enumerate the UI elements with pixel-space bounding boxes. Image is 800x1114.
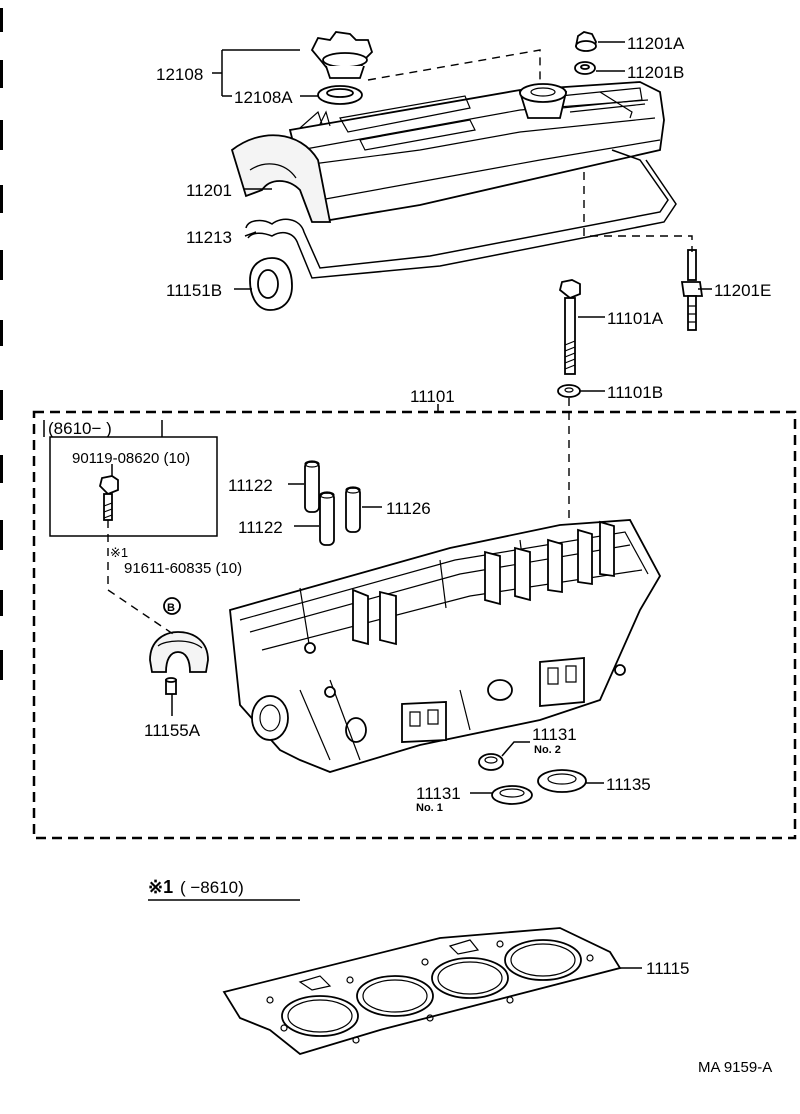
edge-mark [0, 60, 3, 88]
inset-bolt-part: 90119-08620 (10) [72, 450, 190, 467]
bearing-cap [149, 631, 209, 673]
label-11213: 11213 [186, 228, 232, 247]
valve-guide-lower [319, 491, 335, 546]
note-circle-letter: B [167, 602, 175, 614]
valve-stem-seal-no1 [491, 785, 533, 805]
cover-nut [574, 31, 597, 52]
head-bolt [558, 279, 581, 375]
leader-11131-no2 [501, 741, 530, 757]
label-11101: 11101 [410, 387, 455, 406]
label-11135: 11135 [606, 775, 651, 794]
valve-guide-exhaust [345, 486, 361, 533]
cover-washer [574, 61, 596, 75]
cap-gasket [317, 85, 363, 105]
cam-cap-bolt [99, 464, 119, 521]
note-marker: ※1 [110, 545, 128, 560]
oil-seal [537, 769, 587, 793]
label-11201E: 11201E [714, 281, 771, 300]
head-gasket [222, 927, 622, 1055]
label-11151B: 11151B [166, 281, 222, 300]
label-11122-upper: 11122 [228, 476, 273, 495]
valve-cover [230, 81, 665, 223]
edge-mark [0, 120, 3, 150]
edge-mark [0, 250, 3, 280]
edge-mark [0, 455, 3, 483]
note-part: 91611-60835 (10) [124, 560, 242, 577]
leader-lines-top [212, 41, 712, 530]
edge-mark [0, 390, 3, 420]
label-11155A: 11155A [144, 721, 201, 740]
gasket-note-marker: ※1 [148, 877, 173, 897]
figure-code: MA 9159-A [698, 1059, 772, 1076]
oil-filler-cap [310, 31, 374, 79]
edge-mark [0, 650, 3, 680]
label-12108A: 12108A [234, 88, 293, 107]
edge-mark [0, 8, 3, 32]
label-12108: 12108 [156, 65, 203, 84]
cylinder-head-kit-box [32, 410, 797, 840]
label-11201A: 11201A [627, 34, 685, 53]
cylinder-head [229, 519, 662, 773]
label-11131-no2: 11131 [532, 725, 577, 744]
gasket-note-range: ( −8610) [180, 878, 244, 897]
dowel-pin [165, 677, 177, 695]
label-11122-lower: 11122 [238, 518, 283, 537]
valve-stem-seal-no2 [478, 753, 504, 771]
sublabel-no2: No. 2 [534, 744, 561, 756]
inset-dash-leader [107, 520, 177, 637]
half-moon-seal [249, 257, 293, 311]
label-11115: 11115 [646, 959, 690, 978]
label-11131-no1: 11131 [416, 784, 461, 803]
label-11201: 11201 [186, 181, 232, 200]
label-11101A: 11101A [607, 309, 664, 328]
valve-guide-upper [304, 460, 320, 513]
cover-gasket [245, 149, 677, 279]
note-circle [163, 597, 181, 615]
inset-range: (8610− ) [48, 419, 112, 438]
edge-mark [0, 320, 3, 346]
label-11201B: 11201B [627, 63, 684, 82]
label-11126: 11126 [386, 499, 431, 518]
edge-mark [0, 185, 3, 213]
edge-mark [0, 590, 3, 616]
label-11101B: 11101B [607, 383, 663, 402]
head-bolt-washer [557, 384, 581, 398]
sublabel-no1: No. 1 [416, 802, 443, 814]
cover-stud [680, 249, 704, 331]
edge-mark [0, 520, 3, 550]
